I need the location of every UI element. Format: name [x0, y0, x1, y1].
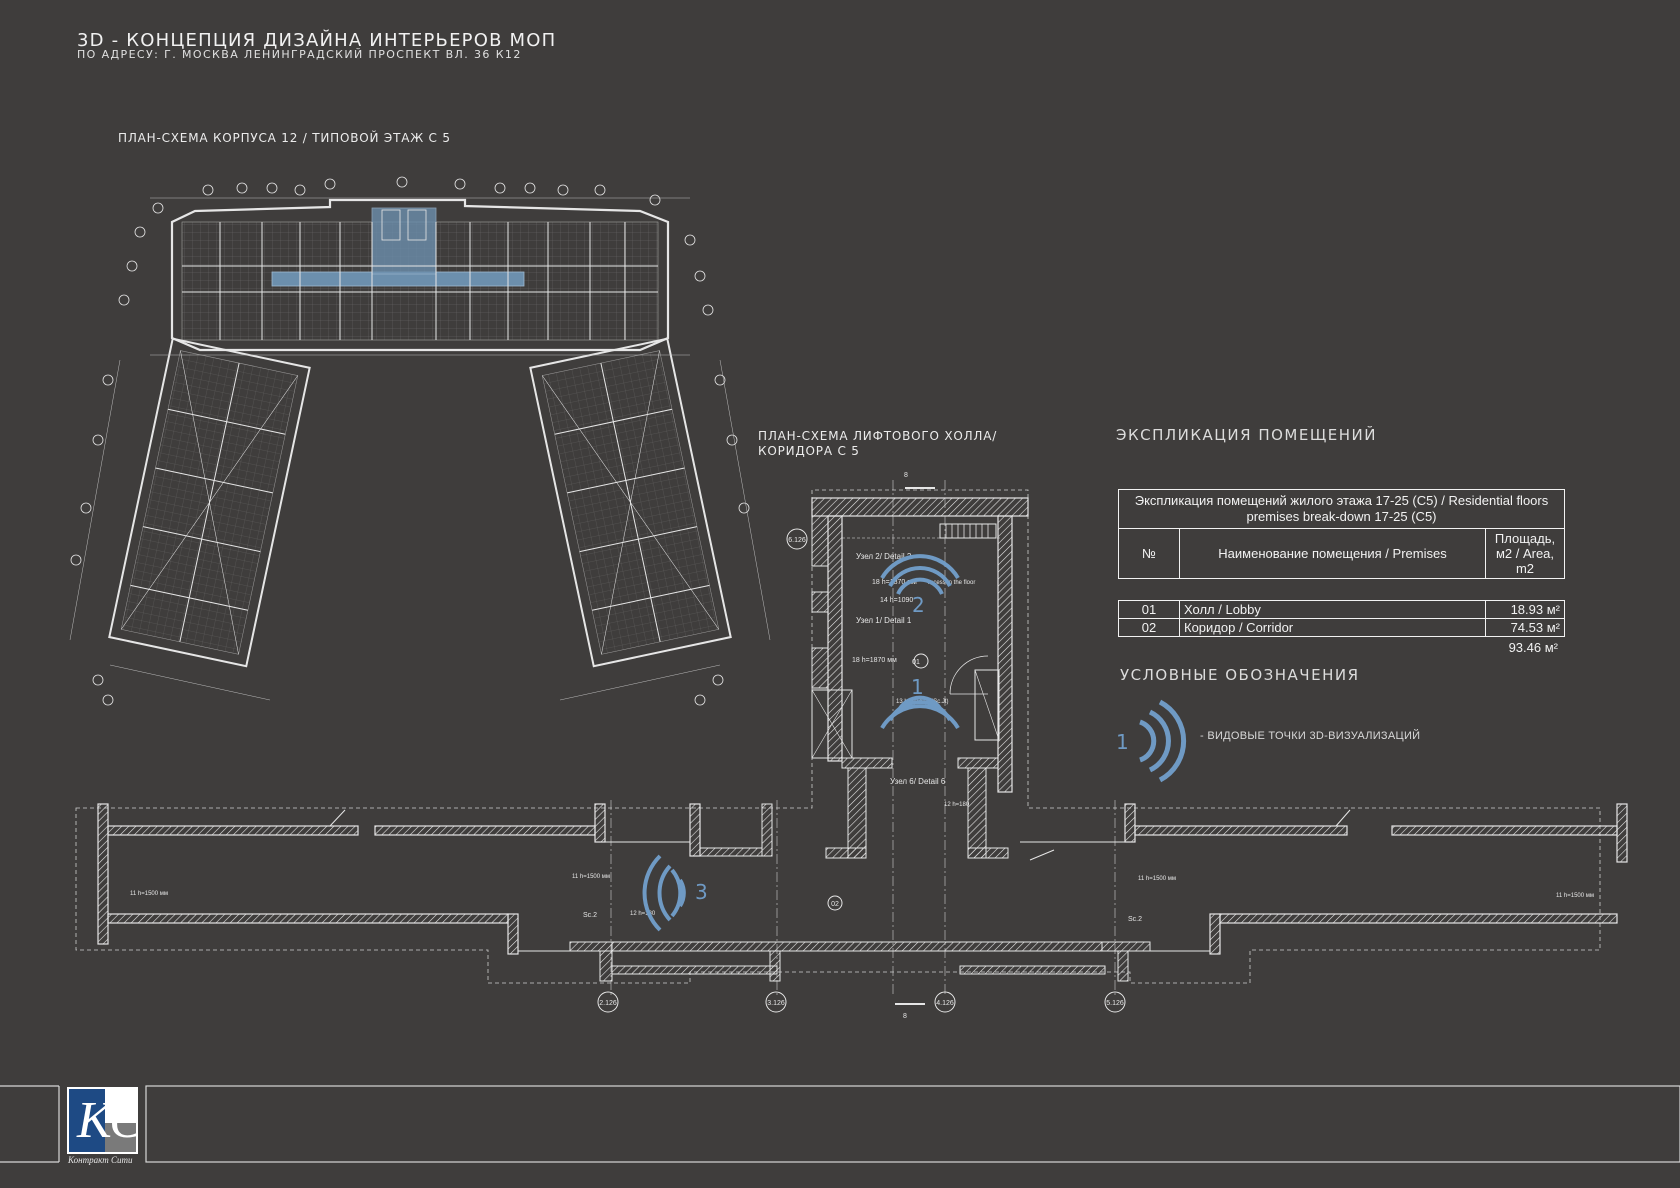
explication-heading: ЭКСПЛИКАЦИЯ ПОМЕЩЕНИЙ: [1116, 426, 1377, 444]
dim-label-5: 11 h=1500 мм: [572, 874, 610, 880]
viewpoint-2-icon[interactable]: 2: [880, 554, 960, 617]
viewpoint-3-icon[interactable]: 3: [642, 854, 708, 932]
explication-table: Экспликация помещений жилого этажа 17-25…: [1118, 489, 1565, 579]
row-number: 01: [1118, 600, 1180, 619]
dim-label-8: 11 h=1500 мм: [1556, 893, 1594, 899]
page-subtitle: ПО АДРЕСУ: Г. МОСКВА ЛЕНИНГРАДСКИЙ ПРОСП…: [77, 48, 522, 61]
table-row: 01 Холл / Lobby 18.93 м²: [1118, 600, 1565, 619]
table-row: 02 Коридор / Corridor 74.53 м²: [1118, 618, 1565, 637]
building-plan-label: ПЛАН-СХЕМА КОРПУСА 12 / ТИПОВОЙ ЭТАЖ С 5: [118, 131, 451, 145]
viewpoint-1-icon[interactable]: 1: [880, 675, 960, 730]
axis-label-4-126: 4.126: [936, 1000, 954, 1007]
footer-frame: [0, 1085, 1680, 1163]
row-premises: Холл / Lobby: [1179, 600, 1486, 619]
detail-1-label: Узел 1/ Detail 1: [856, 616, 912, 625]
svg-text:3: 3: [695, 880, 708, 904]
axis-label-2-126: 2.126: [599, 1000, 617, 1007]
svg-text:1: 1: [911, 675, 924, 699]
hall-plan-label-line2: КОРИДОРА С 5: [758, 444, 860, 458]
axis-label-5-126: 5.126: [1106, 1000, 1124, 1007]
row-area: 74.53 м²: [1485, 618, 1565, 637]
hall-plan-label: ПЛАН-СХЕМА ЛИФТОВОГО ХОЛЛА/ КОРИДОРА С 5: [758, 429, 997, 459]
section-mark-top: 8: [904, 472, 908, 479]
logo-caption: Контракт Сити: [68, 1155, 133, 1165]
section-label-sc2-left: Sc.2: [583, 912, 597, 919]
column-header-number: №: [1118, 528, 1180, 579]
axis-label-3-126: 3.126: [767, 1000, 785, 1007]
detail-2-label: Узел 2/ Detail 2: [856, 552, 912, 561]
column-header-area: Площадь, м2 / Area, m2: [1485, 528, 1565, 579]
hall-plan: [75, 480, 1628, 1013]
logo-letters: КС: [76, 1092, 138, 1149]
logo-mark-icon: КС: [67, 1087, 138, 1154]
row-premises: Коридор / Corridor: [1179, 618, 1486, 637]
page-title: 3D - КОНЦЕПЦИЯ ДИЗАЙНА ИНТЕРЬЕРОВ МОП: [77, 30, 557, 51]
room-marker-01: 01: [912, 659, 920, 666]
dim-label-6: 11 h=1500 мм: [130, 891, 168, 897]
axis-label-6-126: 6.126: [788, 537, 806, 544]
section-mark-bottom: 8: [903, 1013, 907, 1020]
dim-label-9: 12 h=180: [630, 911, 656, 917]
hall-plan-label-line1: ПЛАН-СХЕМА ЛИФТОВОГО ХОЛЛА/: [758, 429, 998, 443]
company-logo: КС: [67, 1087, 138, 1154]
legend-text: - ВИДОВЫЕ ТОЧКИ 3D-ВИЗУАЛИЗАЦИЙ: [1200, 730, 1421, 742]
svg-text:1: 1: [1116, 730, 1129, 754]
dim-label-2: 14 h=1090: [880, 597, 913, 604]
section-label-sc2-right: Sc.2: [1128, 916, 1142, 923]
explication-table-caption: Экспликация помещений жилого этажа 17-25…: [1118, 489, 1565, 529]
dim-label-3: 18 h=1870 мм: [852, 657, 897, 664]
dim-label-7: 11 h=1500 мм: [1138, 876, 1176, 882]
explication-rows: 01 Холл / Lobby 18.93 м² 02 Коридор / Co…: [1118, 600, 1565, 637]
recess-label: recess in the floor: [928, 580, 975, 586]
legend-viewpoint-icon: 1: [1116, 699, 1187, 783]
room-marker-02: 02: [831, 901, 839, 908]
detail-6-label: Узел 6/ Detail 6: [890, 777, 946, 786]
legend-heading: УСЛОВНЫЕ ОБОЗНАЧЕНИЯ: [1120, 666, 1360, 684]
dim-label-10: 12 h=180: [944, 802, 970, 808]
total-area: 93.46 м²: [1508, 640, 1558, 655]
column-header-premises: Наименование помещения / Premises: [1179, 528, 1486, 579]
row-number: 02: [1118, 618, 1180, 637]
row-area: 18.93 м²: [1485, 600, 1565, 619]
building-plan: [69, 176, 771, 706]
svg-text:2: 2: [912, 593, 925, 617]
